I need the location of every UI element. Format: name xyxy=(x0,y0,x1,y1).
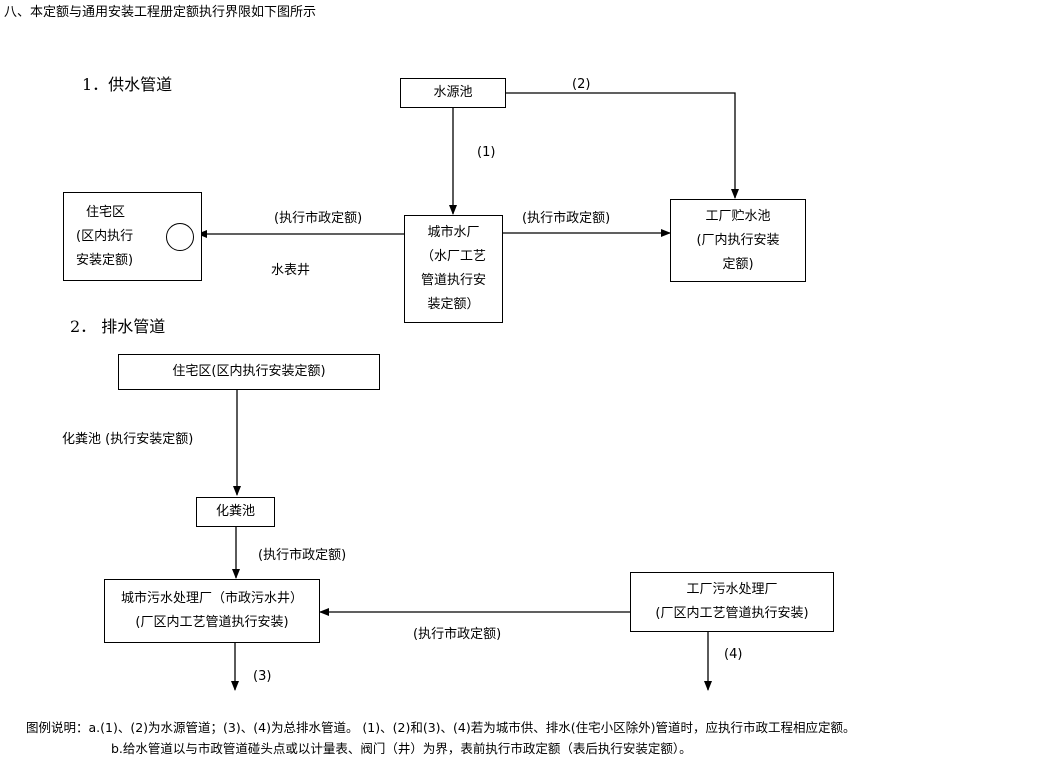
factory-sewage-line-2: (厂区内工艺管道执行安装) xyxy=(655,606,809,621)
drainage-left-arrow-label: (执行市政定额) xyxy=(413,627,502,642)
meter-well-icon xyxy=(166,223,194,251)
pipe-label-1: (1) xyxy=(477,145,496,160)
factory-tank-box: 工厂贮水池 (厂内执行安装 定额) xyxy=(670,199,806,282)
legend-line-b: b.给水管道以与市政管道碰头点或以计量表、阀门（井）为界，表前执行市政定额（表后… xyxy=(111,741,692,756)
plant-line-3: 管道执行安 xyxy=(420,273,486,288)
plant-line-1: 城市水厂 xyxy=(427,225,480,240)
septic-note-label: 化粪池 (执行安装定额) xyxy=(62,432,194,447)
legend-line-a: 图例说明：a.(1)、(2)为水源管道；(3)、(4)为总排水管道。 (1)、(… xyxy=(26,720,856,735)
drainage-heading: 2． 排水管道 xyxy=(70,317,166,336)
supply-right-arrow-label: (执行市政定额) xyxy=(522,211,611,226)
page-title: 八、本定额与通用安装工程册定额执行界限如下图所示 xyxy=(4,5,317,20)
septic-tank-box: 化粪池 xyxy=(196,497,275,527)
drainage-municipal-label: (执行市政定额) xyxy=(258,548,347,563)
city-sewage-line-2: (厂区内工艺管道执行安装) xyxy=(135,615,289,630)
city-sewage-plant-box: 城市污水处理厂（市政污水井） (厂区内工艺管道执行安装) xyxy=(104,579,320,643)
pipe-label-3: (3) xyxy=(253,669,272,684)
supply-left-arrow-label: (执行市政定额) xyxy=(274,211,363,226)
plant-line-2: （水厂工艺 xyxy=(420,249,486,264)
drainage-residential-box: 住宅区(区内执行安装定额) xyxy=(118,354,380,390)
factory-tank-line-3: 定额) xyxy=(722,256,754,272)
drainage-residential-label: 住宅区(区内执行安装定额) xyxy=(172,364,326,379)
plant-line-4: 装定额） xyxy=(427,297,480,312)
arrow-source-to-factory-tank xyxy=(506,92,739,199)
factory-sewage-line-1: 工厂污水处理厂 xyxy=(686,582,778,597)
water-source-label: 水源池 xyxy=(433,85,473,100)
septic-tank-label: 化粪池 xyxy=(215,504,255,519)
factory-sewage-plant-box: 工厂污水处理厂 (厂区内工艺管道执行安装) xyxy=(630,572,834,632)
meter-well-label: 水表井 xyxy=(271,263,311,278)
factory-tank-line-1: 工厂贮水池 xyxy=(705,208,771,224)
pipe-label-4: (4) xyxy=(724,647,743,662)
residential-line-3: 安装定额) xyxy=(76,252,134,268)
factory-tank-line-2: (厂内执行安装 xyxy=(696,232,780,248)
water-source-box: 水源池 xyxy=(400,78,506,108)
city-water-plant-box: 城市水厂 （水厂工艺 管道执行安 装定额） xyxy=(404,215,503,323)
residential-line-1: 住宅区 xyxy=(86,204,126,220)
residential-line-2: (区内执行 xyxy=(76,228,134,244)
pipe-label-2: (2) xyxy=(572,77,591,92)
supply-heading: 1．供水管道 xyxy=(82,75,173,94)
city-sewage-line-1: 城市污水处理厂（市政污水井） xyxy=(120,591,303,606)
